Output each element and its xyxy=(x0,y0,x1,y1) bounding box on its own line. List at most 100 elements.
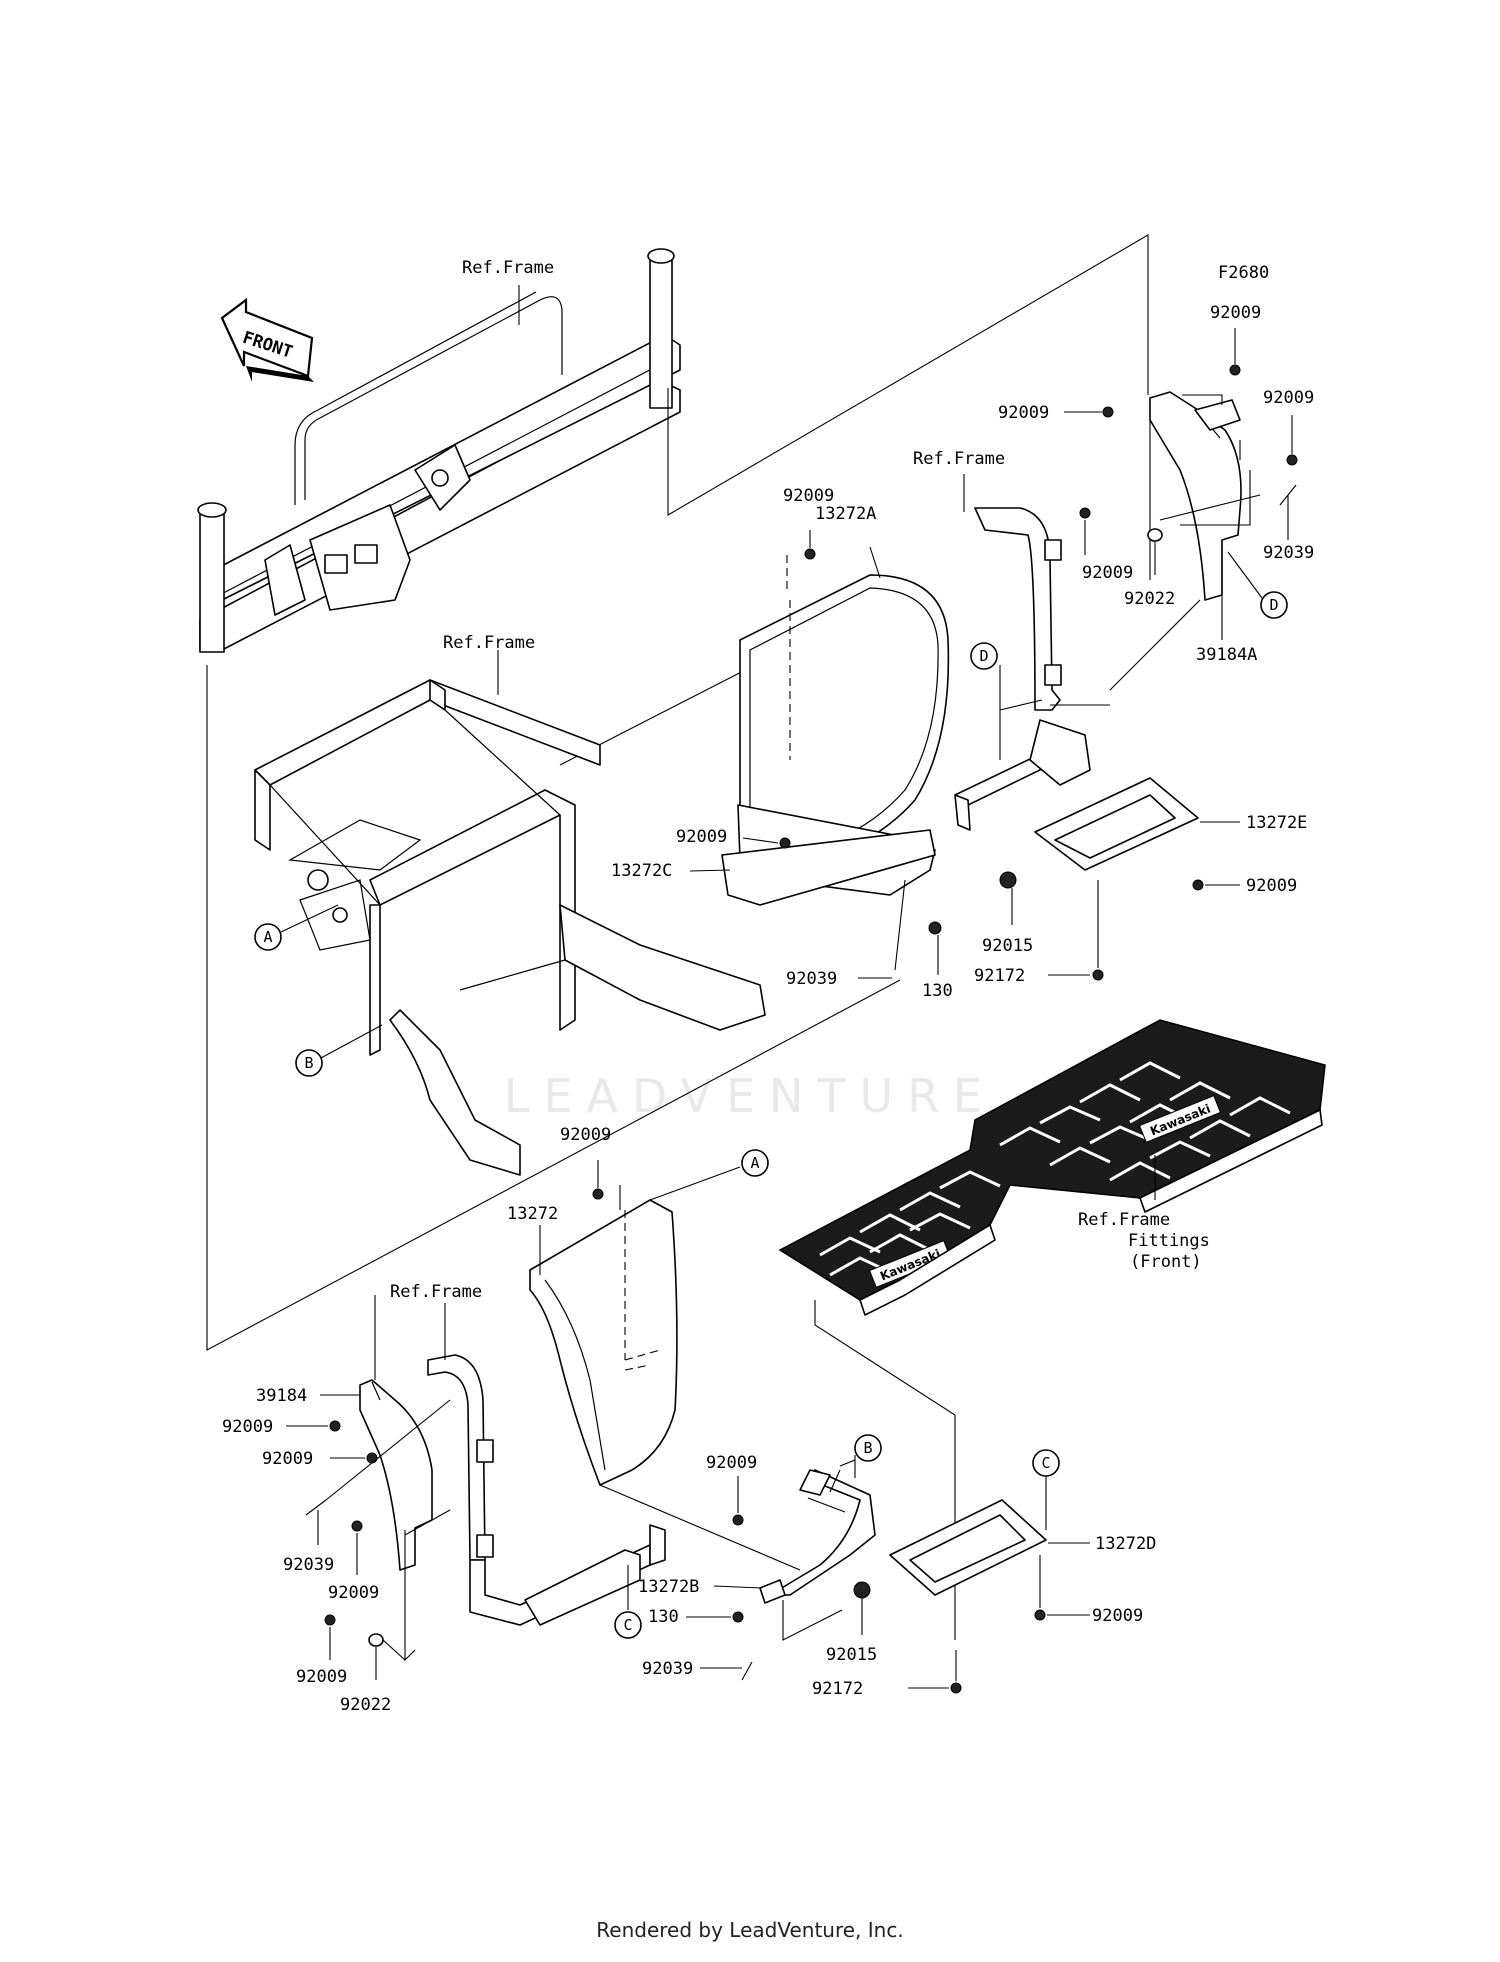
label-92039-c: 92039 xyxy=(283,1555,334,1575)
rear-frame-assembly xyxy=(197,248,681,653)
callout-a-circle xyxy=(254,923,282,951)
label-92039-a: 92039 xyxy=(1263,543,1314,563)
leader-line xyxy=(382,1639,406,1661)
label-92009-a: 92009 xyxy=(1210,303,1261,323)
label-ref-frame-fittings-1: Ref.Frame xyxy=(1078,1210,1170,1230)
label-92009-n: 92009 xyxy=(1092,1606,1143,1626)
bolt-icon xyxy=(351,1520,363,1532)
callout-b-circle xyxy=(295,1049,323,1077)
callout-b-lower: B xyxy=(863,1439,872,1457)
bracket-13272b xyxy=(759,1469,876,1604)
label-ref-frame-lower: Ref.Frame xyxy=(390,1282,482,1302)
front-frame-assembly xyxy=(254,679,766,1176)
footer-credit: Rendered by LeadVenture, Inc. xyxy=(596,1918,904,1942)
leader-line xyxy=(869,546,881,579)
label-92015-a: 92015 xyxy=(982,936,1033,956)
leader-line xyxy=(649,1166,741,1201)
assembly-guide-line xyxy=(599,1484,801,1571)
label-ref-frame-fittings-2: Fittings xyxy=(1128,1231,1210,1251)
leader-line xyxy=(713,1585,763,1589)
label-92172-a: 92172 xyxy=(974,966,1025,986)
bolt-icon xyxy=(1079,507,1091,519)
leader-line xyxy=(404,1509,451,1536)
label-130-a: 130 xyxy=(922,981,953,1001)
nut-icon xyxy=(928,921,942,935)
leader-line xyxy=(807,1497,846,1513)
callout-d-right: D xyxy=(1269,596,1278,614)
label-92022-a: 92022 xyxy=(1124,589,1175,609)
label-92009-l: 92009 xyxy=(296,1667,347,1687)
plate-13272d xyxy=(889,1499,1047,1596)
bolt-icon xyxy=(324,1614,336,1626)
label-13272b: 13272B xyxy=(638,1577,699,1597)
side-panel-39184a xyxy=(1149,391,1242,601)
diagram-id: F2680 xyxy=(1218,263,1269,283)
side-panel-39184 xyxy=(359,1379,433,1571)
callout-d-circle-right xyxy=(1260,591,1288,619)
label-92015-b: 92015 xyxy=(826,1645,877,1665)
callout-c-circle xyxy=(614,1611,642,1639)
leader-line xyxy=(999,699,1043,711)
assembly-guide-line xyxy=(206,665,901,1351)
nut-icon xyxy=(732,1611,744,1623)
label-ref-frame-fittings-3: (Front) xyxy=(1130,1252,1202,1272)
bolt-icon xyxy=(1192,879,1204,891)
leader-line xyxy=(839,1459,856,1467)
label-39184a: 39184A xyxy=(1196,645,1257,665)
callout-b: B xyxy=(304,1054,313,1072)
leader-line xyxy=(1182,394,1223,405)
leader-line xyxy=(1180,470,1251,526)
label-13272a: 13272A xyxy=(815,504,876,524)
grommet-icon xyxy=(999,871,1017,889)
leader-line xyxy=(1109,599,1201,691)
label-92009-b: 92009 xyxy=(998,403,1049,423)
bolt-icon xyxy=(1286,454,1298,466)
bolt-icon xyxy=(732,1514,744,1526)
floor-mat: Kawasaki Kawasaki xyxy=(778,1019,1326,1316)
label-92039-b: 92039 xyxy=(786,969,837,989)
label-92009-g: 92009 xyxy=(1246,876,1297,896)
bracket-13272c xyxy=(721,829,936,906)
bolt-icon xyxy=(366,1452,378,1464)
plate-13272e xyxy=(1034,777,1199,871)
washer-icon xyxy=(368,1633,384,1647)
front-arrow-icon: FRONT xyxy=(220,297,314,382)
leader-line xyxy=(689,869,731,872)
pin-icon xyxy=(305,1499,327,1516)
bolt-icon xyxy=(804,548,816,560)
grommet-icon xyxy=(853,1581,871,1599)
callout-c-right: C xyxy=(1041,1454,1050,1472)
callout-d-circle xyxy=(970,642,998,670)
callout-a: A xyxy=(263,928,272,946)
label-92172-b: 92172 xyxy=(812,1679,863,1699)
label-92009-k: 92009 xyxy=(328,1583,379,1603)
leader-line xyxy=(742,837,779,844)
callout-d: D xyxy=(979,647,988,665)
callout-c-circle-right xyxy=(1032,1449,1060,1477)
watermark-text: LEADVENTURE xyxy=(504,1069,997,1123)
label-39184: 39184 xyxy=(256,1386,307,1406)
label-92009-i: 92009 xyxy=(222,1417,273,1437)
callout-b-circle-lower xyxy=(854,1434,882,1462)
panel-13272 xyxy=(529,1199,678,1486)
screw-icon xyxy=(1092,969,1104,981)
leader-line xyxy=(1159,494,1261,521)
callout-c: C xyxy=(623,1616,632,1634)
callout-a-circle-lower xyxy=(741,1149,769,1177)
label-ref-frame-right: Ref.Frame xyxy=(913,449,1005,469)
callout-a-lower: A xyxy=(750,1154,759,1172)
leader-line xyxy=(325,1399,451,1501)
label-92039-d: 92039 xyxy=(642,1659,693,1679)
washer-icon xyxy=(1147,528,1163,542)
label-13272c: 13272C xyxy=(611,861,672,881)
leader-line xyxy=(280,904,339,933)
label-92022-b: 92022 xyxy=(340,1695,391,1715)
bolt-icon xyxy=(1102,406,1114,418)
leader-line xyxy=(829,1469,841,1493)
label-13272d: 13272D xyxy=(1095,1534,1156,1554)
side-frame-left xyxy=(427,1354,666,1626)
label-92009-c2: 92009 xyxy=(1263,388,1314,408)
label-130-b: 130 xyxy=(648,1607,679,1627)
bolt-icon xyxy=(1034,1609,1046,1621)
